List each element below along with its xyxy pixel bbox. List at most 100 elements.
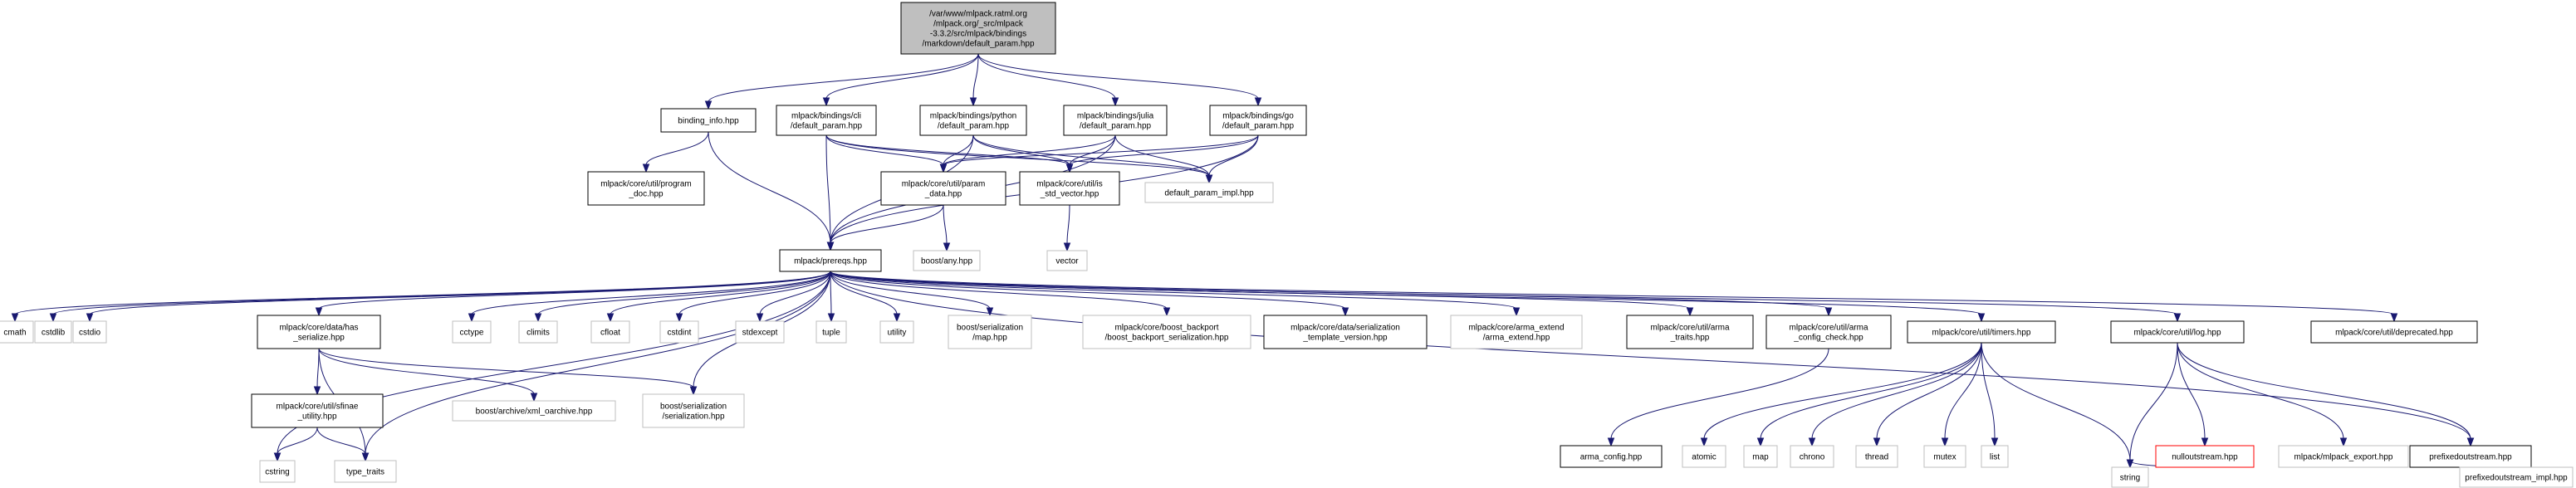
edge-prereqs-to-arma-cc xyxy=(830,271,1833,317)
edge-timers-to-chrono xyxy=(1808,342,1982,447)
edge-prereqs-to-climits xyxy=(534,271,831,323)
node-box xyxy=(642,393,745,428)
edge-line xyxy=(825,53,979,100)
edge-line xyxy=(825,134,831,244)
arrowhead-icon xyxy=(1341,307,1349,317)
node-label: _config_check.hpp xyxy=(1793,334,1863,343)
edge-line xyxy=(318,348,694,388)
graph-node-cstdio: cstdio xyxy=(72,320,107,344)
graph-node-go-dp[interactable]: mlpack/bindings/go/default_param.hpp xyxy=(1209,105,1307,136)
edge-line xyxy=(1703,342,1982,440)
graph-node-mlpack-export: mlpack/mlpack_export.hpp xyxy=(2278,445,2409,468)
graph-node-arma-cc[interactable]: mlpack/core/util/arma_config_check.hpp xyxy=(1765,315,1892,349)
edge-log-to-prefixedoutstream xyxy=(2177,342,2475,447)
graph-node-ser-tv[interactable]: mlpack/core/data/serialization_template_… xyxy=(1263,315,1428,349)
node-box xyxy=(815,320,847,344)
edge-line xyxy=(14,271,831,315)
edge-line xyxy=(943,134,1259,166)
node-label: /serialization.hpp xyxy=(662,412,724,422)
edge-line xyxy=(2177,342,2344,440)
node-label: prefixedoutstream_impl.hpp xyxy=(2465,474,2568,483)
graph-node-program-doc[interactable]: mlpack/core/util/program_doc.hpp xyxy=(587,171,705,206)
graph-node-nulloutstream[interactable]: nulloutstream.hpp xyxy=(2155,445,2255,468)
graph-node-log[interactable]: mlpack/core/util/log.hpp xyxy=(2110,320,2245,344)
node-label: mlpack/core/util/log.hpp xyxy=(2133,329,2221,338)
node-label: mlpack/mlpack_export.hpp xyxy=(2294,453,2393,462)
edge-line xyxy=(1981,342,1996,440)
edge-line xyxy=(830,271,1168,310)
edge-prereqs-to-cfloat xyxy=(606,271,831,323)
arrowhead-icon xyxy=(468,313,476,323)
graph-node-deprecated[interactable]: mlpack/core/util/deprecated.hpp xyxy=(2310,320,2478,344)
edge-timers-to-map xyxy=(1756,342,1982,447)
node-box xyxy=(72,320,107,344)
node-box xyxy=(334,460,397,483)
graph-node-prefixedoutstream[interactable]: prefixedoutstream.hpp xyxy=(2409,445,2532,468)
node-label: mlpack/core/util/arma xyxy=(1789,324,1868,333)
edge-arma-cc-to-arma-config xyxy=(1607,348,1829,447)
graph-node-string: string xyxy=(2111,466,2149,488)
graph-node-prereqs[interactable]: mlpack/prereqs.hpp xyxy=(779,249,882,272)
node-box xyxy=(1144,182,1274,203)
node-label: /var/www/mlpack.ratml.org xyxy=(929,10,1027,19)
arrowhead-icon xyxy=(675,313,683,323)
node-label: cctype xyxy=(460,329,484,338)
node-box xyxy=(0,320,34,344)
edge-prereqs-to-has-serialize xyxy=(315,271,831,317)
arrowhead-icon xyxy=(86,313,94,323)
graph-node-xml-oarchive: boost/archive/xml_oarchive.hpp xyxy=(452,400,616,422)
arrowhead-icon xyxy=(642,163,650,173)
arrowhead-icon xyxy=(534,313,542,323)
edge-line xyxy=(830,271,1346,310)
graph-node-arma-config[interactable]: arma_config.hpp xyxy=(1560,445,1663,468)
node-label: atomic xyxy=(1692,453,1716,462)
edge-line xyxy=(316,348,320,388)
graph-node-is-std-vector[interactable]: mlpack/core/util/is_std_vector.hpp xyxy=(1019,171,1120,206)
edge-timers-to-mutex xyxy=(1941,342,1982,447)
edge-line xyxy=(830,271,2178,315)
node-box xyxy=(1046,250,1088,271)
node-label: /default_param.hpp xyxy=(1080,122,1152,131)
arrowhead-icon xyxy=(361,452,370,462)
node-box xyxy=(2310,320,2478,344)
arrowhead-icon xyxy=(1205,174,1213,184)
node-label: map xyxy=(1752,453,1769,462)
edge-line xyxy=(1760,342,1982,440)
graph-node-julia-dp[interactable]: mlpack/bindings/julia/default_param.hpp xyxy=(1063,105,1168,136)
node-label: /mlpack.org/_src/mlpack xyxy=(933,20,1024,29)
node-box xyxy=(1263,315,1428,349)
node-label: mlpack/core/util/arma xyxy=(1650,324,1729,333)
graph-node-stdexcept: stdexcept xyxy=(735,320,785,344)
graph-node-cmath: cmath xyxy=(0,320,34,344)
node-box xyxy=(257,315,381,349)
graph-node-bs-map: boost/serialization/map.hpp xyxy=(948,315,1032,349)
graph-node-py-dp[interactable]: mlpack/bindings/python/default_param.hpp xyxy=(919,105,1027,136)
edge-log-to-mlpack-export xyxy=(2177,342,2348,447)
edge-line xyxy=(645,131,709,166)
node-label: _traits.hpp xyxy=(1670,334,1710,343)
node-label: cstdio xyxy=(79,329,101,338)
node-label: _std_vector.hpp xyxy=(1040,190,1099,199)
graph-node-timers[interactable]: mlpack/core/util/timers.hpp xyxy=(1907,320,2056,344)
edge-sfinae-to-type-traits xyxy=(316,427,370,462)
edge-line xyxy=(830,271,991,310)
node-label: list xyxy=(1990,453,2000,462)
graph-node-vector: vector xyxy=(1046,250,1088,271)
graph-node-sfinae[interactable]: mlpack/core/util/sfinae_utility.hpp xyxy=(251,393,384,428)
graph-node-binding-info[interactable]: binding_info.hpp xyxy=(660,108,757,133)
arrowhead-icon xyxy=(2173,313,2182,323)
graph-node-has-serialize[interactable]: mlpack/core/data/has_serialize.hpp xyxy=(257,315,381,349)
node-label: mlpack/core/util/program xyxy=(600,180,691,189)
graph-node-cli-dp[interactable]: mlpack/bindings/cli/default_param.hpp xyxy=(776,105,877,136)
node-label: mlpack/core/util/sfinae xyxy=(277,403,359,412)
graph-node-cfloat: cfloat xyxy=(590,320,630,344)
graph-node-chrono: chrono xyxy=(1790,445,1834,468)
graph-node-arma-traits[interactable]: mlpack/core/util/arma_traits.hpp xyxy=(1626,315,1754,349)
edge-line xyxy=(1208,134,1259,177)
edge-log-to-nulloutstream xyxy=(2177,342,2209,447)
graph-node-param-data[interactable]: mlpack/core/util/param_data.hpp xyxy=(880,171,1006,206)
graph-node-root[interactable]: /var/www/mlpack.ratml.org/mlpack.org/_sr… xyxy=(900,2,1056,55)
arrowhead-icon xyxy=(1686,307,1694,317)
node-box xyxy=(2110,320,2245,344)
